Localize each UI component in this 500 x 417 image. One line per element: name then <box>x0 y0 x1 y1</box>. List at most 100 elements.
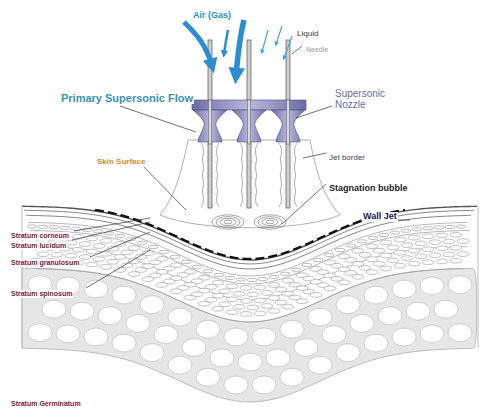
label-text: Needle <box>305 46 329 54</box>
granular-cell <box>390 231 400 234</box>
spinous-cell <box>128 246 140 251</box>
basal-cell <box>252 376 276 394</box>
spinous-cell <box>93 244 105 249</box>
granular-cell <box>412 228 422 231</box>
spinous-cell <box>51 252 63 257</box>
skin-edge <box>478 206 479 348</box>
spinous-cell <box>142 277 154 282</box>
spinous-cell <box>247 305 259 310</box>
granular-cell <box>38 225 48 228</box>
spinous-cell <box>366 257 378 262</box>
liquid-flow-arrow <box>262 30 268 52</box>
spinous-cell <box>65 253 77 258</box>
spinous-cell <box>352 274 364 279</box>
label-text: Wall Jet <box>362 212 398 222</box>
spinous-cell <box>233 291 245 296</box>
granular-cell <box>313 258 323 261</box>
spinous-cell <box>457 239 469 244</box>
spinous-cell <box>429 240 441 245</box>
basal-cell <box>322 326 346 344</box>
basal-cell <box>140 296 164 314</box>
granular-cell <box>93 230 103 233</box>
granular-cell <box>203 270 213 273</box>
basal-cell <box>28 324 52 342</box>
spinous-cell <box>394 237 406 242</box>
spinous-cell <box>380 253 392 258</box>
basal-cell <box>420 325 444 343</box>
spinous-cell <box>114 255 126 260</box>
label-text: Stratum spinosum <box>10 290 73 298</box>
basal-cell <box>308 308 332 326</box>
spinous-cell <box>282 304 294 309</box>
leader-line <box>292 46 302 54</box>
spinous-cell <box>373 248 385 253</box>
basal-cell <box>364 286 388 304</box>
part-label: Needle <box>305 38 329 56</box>
basal-cell <box>294 338 318 356</box>
spinous-cell <box>429 253 441 258</box>
basal-cell <box>196 320 220 338</box>
leader-line <box>303 153 326 158</box>
spinous-cell <box>415 241 427 246</box>
spinous-cell <box>86 249 98 254</box>
basal-cell <box>224 328 248 346</box>
layer-label: Stratum spinosum <box>10 282 73 300</box>
spinous-cell <box>275 300 287 305</box>
granular-cell <box>368 236 378 239</box>
spinous-cell <box>394 263 406 268</box>
spinous-cell <box>359 252 371 257</box>
spinous-cell <box>233 304 245 309</box>
stagnation-bubble <box>266 220 274 224</box>
granular-cell <box>27 225 37 228</box>
basal-cell <box>182 338 206 356</box>
stagnation-bubble <box>212 215 244 229</box>
granular-cell <box>214 273 224 276</box>
spinous-cell <box>436 246 448 251</box>
spinous-cell <box>184 295 196 300</box>
region-label: Wall Jet <box>362 205 398 223</box>
spinous-cell <box>408 261 420 266</box>
label-text: Stagnation bubble <box>328 184 409 194</box>
skin-edge <box>22 206 23 348</box>
granular-cell <box>324 253 334 256</box>
spinous-cell <box>387 245 399 250</box>
spinous-cell <box>100 238 112 243</box>
spinous-cell <box>436 233 448 238</box>
air-flow-arrow <box>236 20 244 76</box>
spinous-cell <box>121 250 133 255</box>
spinous-cell <box>219 302 231 307</box>
label-text: Skin Surface <box>96 158 146 167</box>
basal-cell <box>56 325 80 343</box>
spinous-cell <box>79 242 91 247</box>
label-text: Stratum Germinatum <box>10 400 82 408</box>
granular-cell <box>291 268 301 271</box>
basal-cell <box>224 376 248 394</box>
spinous-cell <box>408 235 420 240</box>
spinous-cell <box>310 293 322 298</box>
basal-cell <box>266 349 290 367</box>
granular-cell <box>115 234 125 237</box>
spinous-cell <box>114 242 126 247</box>
basal-cell <box>168 356 192 374</box>
granular-cell <box>357 240 367 243</box>
granular-cell <box>159 250 169 253</box>
spinous-cell <box>170 289 182 294</box>
layer-label: Stratum lucidum <box>10 234 67 252</box>
label-text: Air (Gas) <box>192 11 232 21</box>
basal-cell <box>112 286 136 304</box>
spinous-cell <box>366 270 378 275</box>
spinous-cell <box>296 299 308 304</box>
basal-cell <box>140 344 164 362</box>
leader-line <box>140 163 186 210</box>
label-text: Supersonic Nozzle <box>334 88 404 110</box>
granular-cell <box>280 272 290 275</box>
liquid-flow-arrow <box>276 26 282 44</box>
leader-line <box>86 250 150 288</box>
granular-cell <box>456 225 466 228</box>
spinous-cell <box>275 287 287 292</box>
granular-cell <box>236 278 246 281</box>
granular-cell <box>434 226 444 229</box>
spinous-cell <box>373 261 385 266</box>
granular-cell <box>258 277 268 280</box>
granular-cell <box>49 226 59 229</box>
